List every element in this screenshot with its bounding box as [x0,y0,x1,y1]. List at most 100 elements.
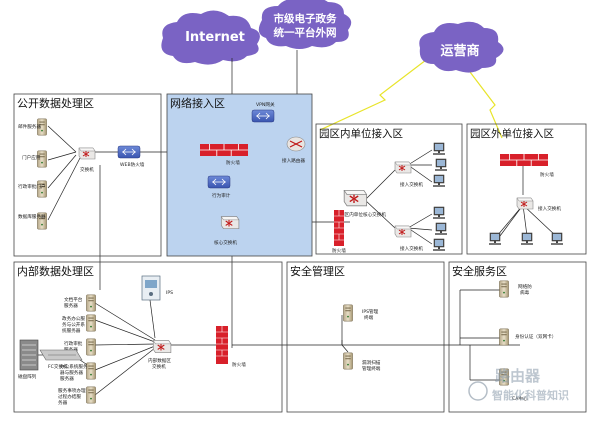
external-access-switch-icon [516,197,534,210]
egov-cloud: 市级电子政务 统一平台外网 [258,0,352,49]
zone-security-mgmt: 安全管理区 [286,261,445,413]
zone-public-data: 公开数据处理区 [13,93,162,257]
fc-switch-label: FC交换机 [48,363,68,370]
internal-switch-label-1: 内部数据区 [148,357,171,364]
internet-cloud: Internet [161,10,260,65]
mail-server-label: 邮件服务器 [18,123,41,130]
access-switch-1-icon [394,161,412,174]
security-mgmt-devices: IPS管理 终端 漏洞扫描 管理终端 [341,304,381,372]
disk-array-label: 磁盘阵列 [18,373,37,380]
doc-platform-label-1: 文档平台 [64,296,83,303]
pc-icon [432,238,446,252]
doc-platform-label-2: 服务器 [64,302,78,309]
security-service-devices: 网络防 病毒 身份认证（双网卡） CA中心 [499,280,556,402]
pc-icon [488,232,502,246]
ca-server-label: CA中心 [512,395,528,402]
service-label-1: 服务事项办理 [58,387,86,394]
access-router-label: 接入路由器 [282,157,305,164]
watermark: 路由器 智能化科普知识 [468,367,569,402]
zone-park-internal-title: 园区内单位接入区 [319,127,403,140]
zone-park-external-title: 园区外单位接入区 [470,127,554,140]
public-servers: 邮件服务器 门户应用 行政审批门户 数据库服务器 交换机 WEB防火墙 [18,118,145,230]
ips-mgmt-terminal-icon [343,304,353,322]
external-firewall-label: 防火墙 [540,171,554,178]
pc-icon [432,142,446,156]
office-label-3: 服务器 [60,375,74,382]
access-devices: VPN网关 防火墙 接入路由器 行为审计 核心交换机 [200,101,305,246]
internal-firewall-icon [216,326,228,364]
behavior-audit-label: 行为审计 [212,192,231,199]
approval-label-2: 服务器 [64,346,78,353]
service-label-2: 过程办结服 [58,393,81,400]
watermark-line1: 路由器 [495,367,541,385]
ips-mgmt-label-1: IPS管理 [362,308,379,315]
pc-icon [434,158,448,172]
public-switch-label: 交换机 [80,166,94,173]
office-label-2: 器与服务器 [60,369,83,376]
gov-open-label-2: 务与公开系 [62,321,85,328]
zone-network-access: 网络接入区 [166,93,313,257]
zone-public-data-title: 公开数据处理区 [17,96,94,110]
internal-data-devices: 文档平台 服务器 政务办公服 务与公开系 统服务器 行政审批 服务器 办公系统服… [18,275,246,406]
zone-internal-data: 内部数据处理区 [13,261,283,413]
antivirus-server-icon [499,280,509,298]
zone-security-service: 安全服务区 [448,261,587,413]
zone-internal-data-title: 内部数据处理区 [17,264,94,278]
access-switch-2-icon [394,225,412,238]
fc-switch-icon [39,349,83,361]
public-switch-icon [78,147,96,160]
external-access-switch-label: 接入交换机 [538,205,561,212]
access-switch-2-label: 接入交换机 [400,245,423,252]
zone-security-service-title: 安全服务区 [452,264,507,278]
pc-icon [550,232,564,246]
approval-server-icon [86,338,96,356]
park-core-switch-label: 园区内单位核心交换机 [340,211,386,218]
vpn-gateway-label: VPN网关 [256,101,275,108]
core-switch-label: 核心交换机 [214,239,237,246]
disk-array-icon [19,339,39,371]
waf-label: WEB防火墙 [120,161,145,168]
antivirus-label-1: 网络防 [518,283,532,290]
portal-server-label: 门户应用 [22,154,41,161]
doc-platform-server-icon [86,294,96,312]
office-server-icon [86,362,96,380]
auth-server-icon [499,328,509,346]
egov-label-line1: 市级电子政务 [274,12,337,25]
pc-icon [432,174,446,188]
ips-label: IPS [166,290,173,296]
vpn-gateway-icon [251,109,275,123]
vuln-scan-terminal-icon [343,352,353,370]
internet-label: Internet [185,30,245,45]
internet-firewall-icon [200,144,248,156]
pc-icon [520,232,534,246]
park-internal-devices: 园区内单位核心交换机 防火墙 接入交换机 接入交换机 [332,142,448,254]
zone-park-internal: 园区内单位接入区 [315,123,463,255]
ips-icon [141,275,161,301]
approval-portal-label: 行政审批门户 [18,183,46,190]
vuln-scan-label-1: 漏洞扫描 [362,359,381,366]
waf-icon [117,145,141,159]
db-server-label: 数据库服务器 [18,213,46,220]
external-firewall-icon [500,154,548,166]
office-label-1: 办公系统服务 [60,363,88,370]
internal-switch-icon [152,340,172,354]
carrier-cloud: 运营商 [419,21,504,73]
core-switch-icon [220,216,240,230]
zone-park-external: 园区外单位接入区 [466,123,587,255]
service-server-icon [86,386,96,404]
gov-open-label-3: 统服务器 [62,327,81,334]
service-label-3: 务器 [58,399,68,406]
park-firewall-label: 防火墙 [332,247,346,254]
watermark-line2: 智能化科普知识 [492,388,569,402]
auth-server-label: 身份认证（双网卡） [515,333,556,340]
vuln-scan-label-2: 管理终端 [362,365,381,372]
access-switch-1-label: 接入交换机 [400,181,423,188]
park-core-switch-icon [343,189,368,207]
ips-mgmt-label-2: 终端 [364,314,374,321]
park-external-devices: 防火墙 接入交换机 [488,154,564,246]
behavior-audit-icon [207,175,231,189]
internal-firewall-label: 防火墙 [232,361,246,368]
carrier-label: 运营商 [440,43,479,59]
antivirus-label-2: 病毒 [520,289,530,296]
